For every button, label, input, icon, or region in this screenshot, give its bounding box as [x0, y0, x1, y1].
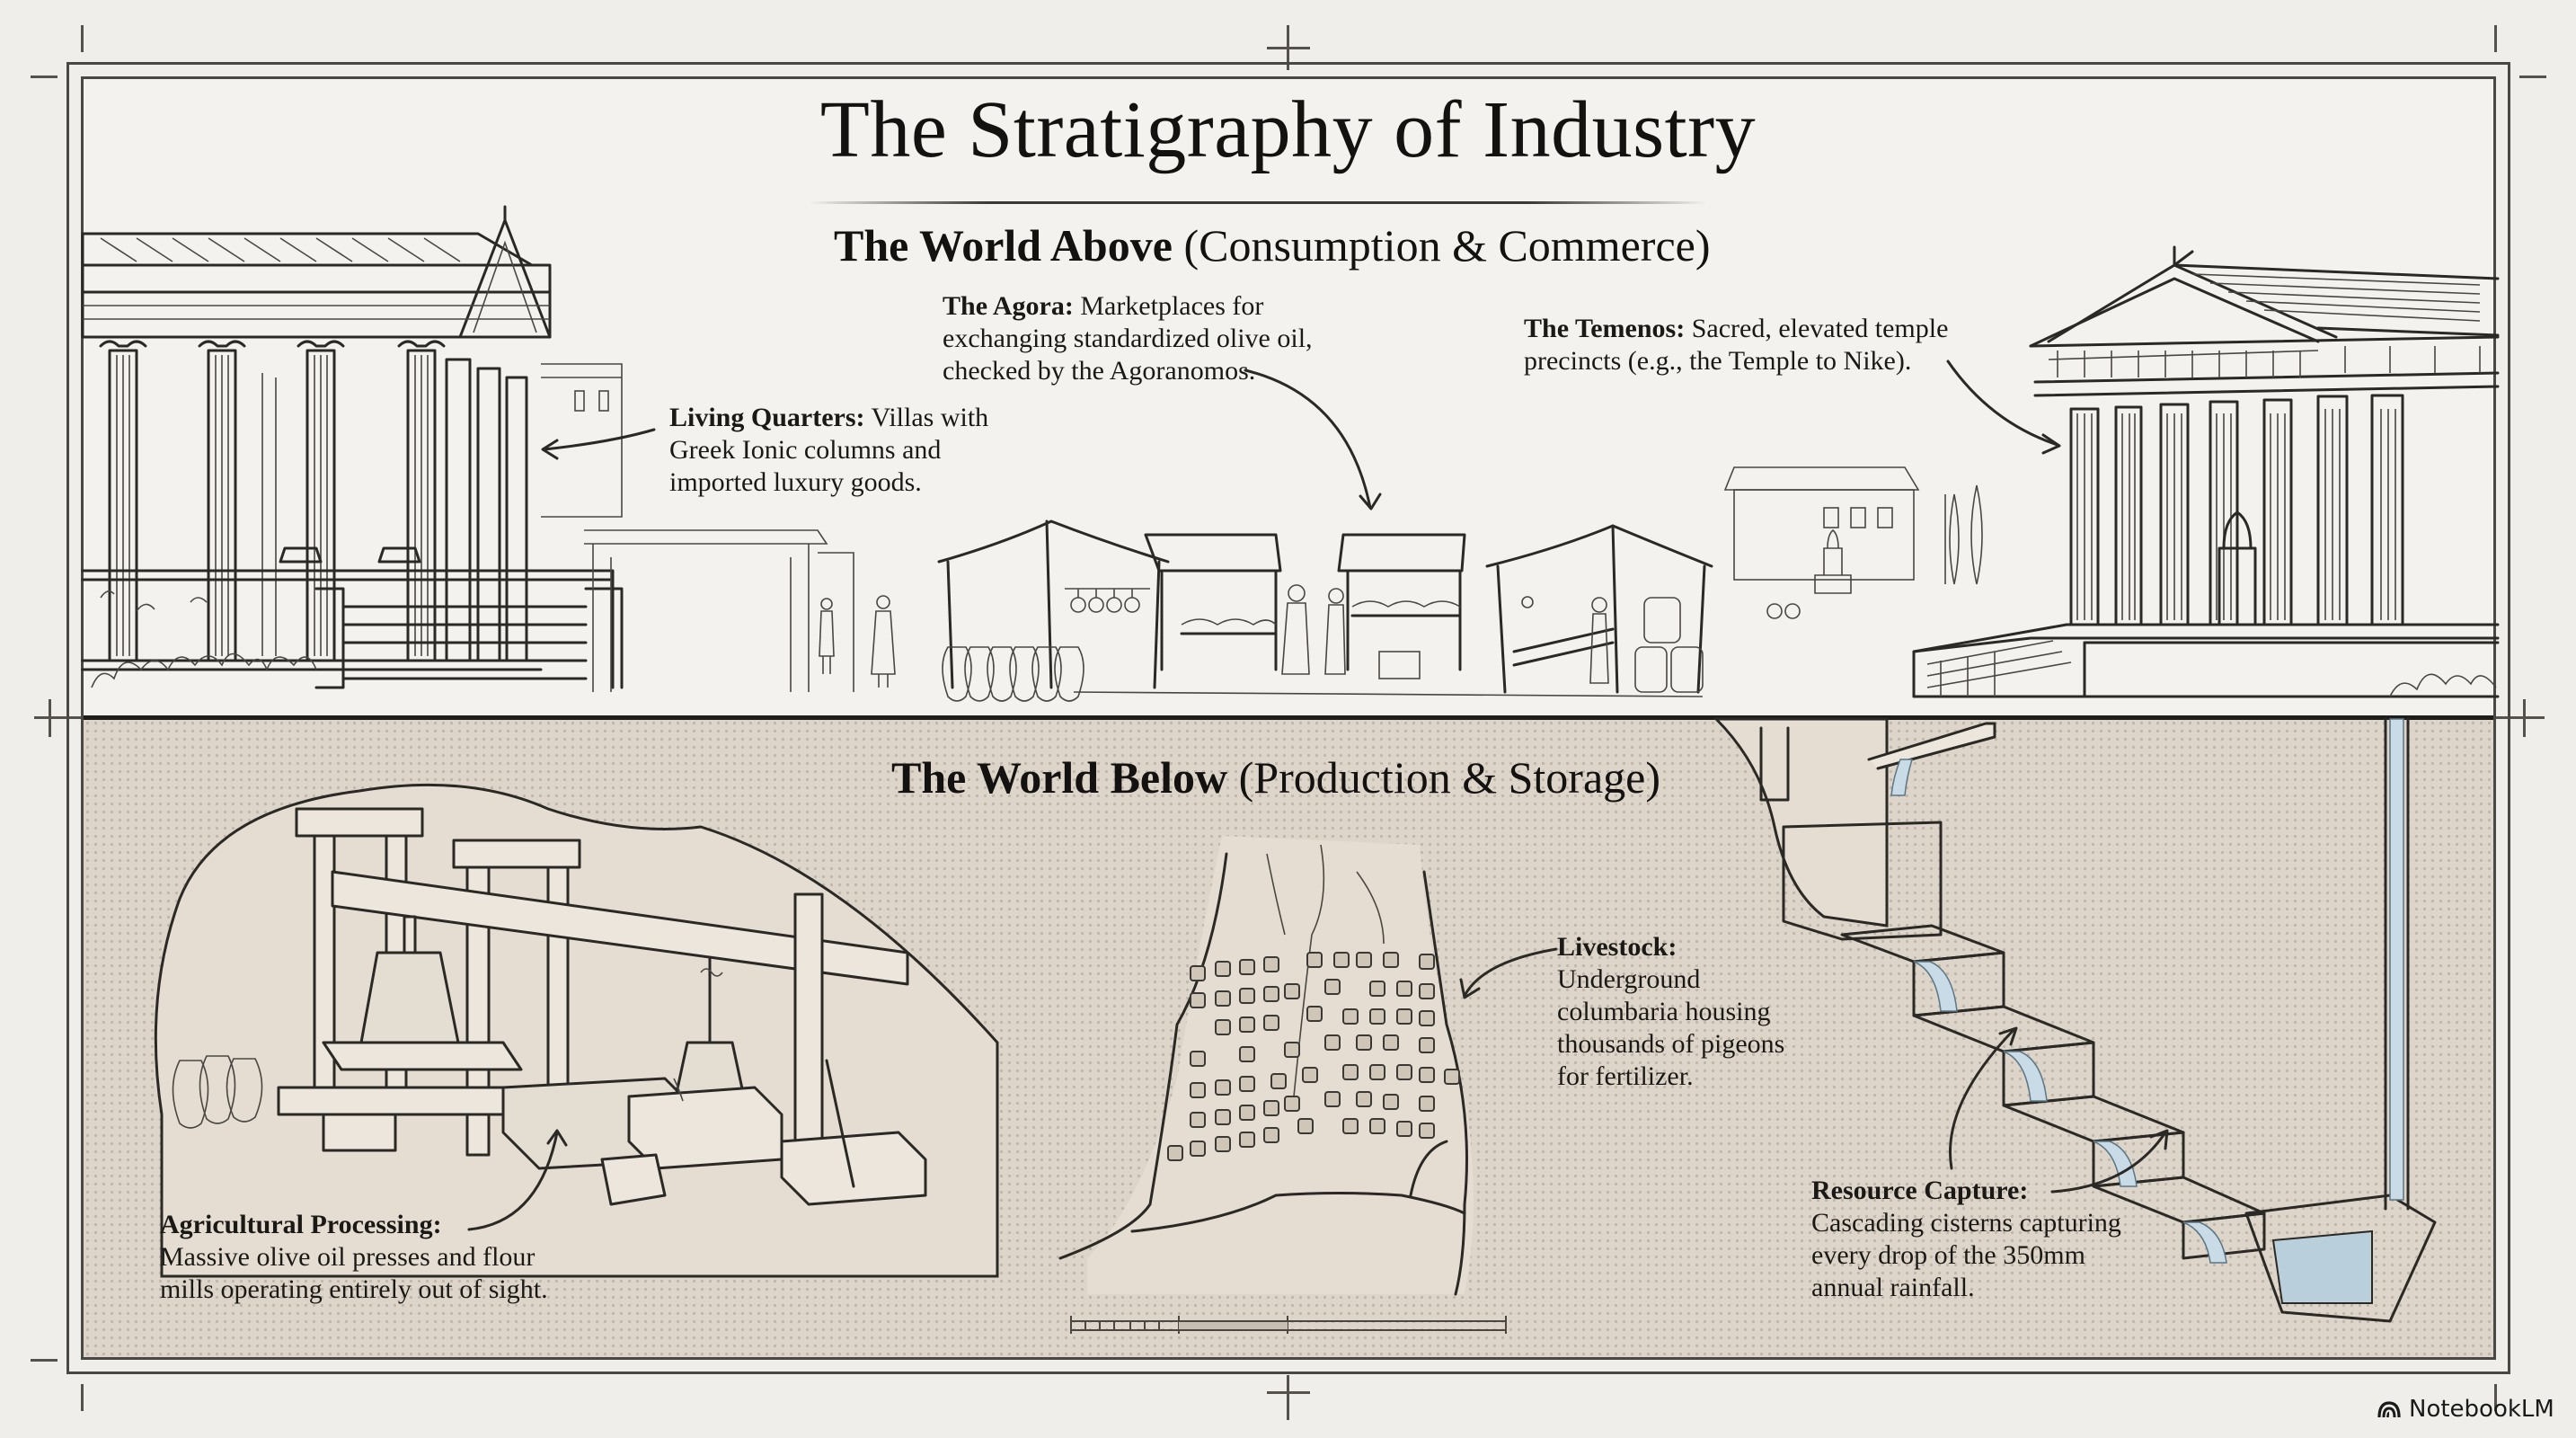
agora-line-2: exchanging standardized olive oil, — [943, 324, 1313, 353]
cascading-cisterns-illustration — [1713, 717, 2437, 1323]
registration-mark-left — [34, 716, 83, 719]
livestock-term: Livestock: — [1557, 932, 1677, 962]
public-building-illustration — [1723, 466, 1983, 619]
heading-above-rest: (Consumption & Commerce) — [1172, 220, 1711, 271]
livestock-line-4: for fertilizer. — [1557, 1061, 1694, 1091]
resource-capture-line-3: annual rainfall. — [1811, 1273, 1975, 1302]
annotation-temenos: The Temenos: Sacred, elevated temple pre… — [1524, 313, 1948, 377]
page-title: The Stratigraphy of Industry — [819, 85, 1757, 174]
corner-mark-tl-v — [81, 25, 84, 52]
agora-market-illustration — [937, 519, 1713, 702]
ground-line-divider — [84, 715, 2493, 720]
annotation-agricultural-processing: Agricultural Processing: Massive olive o… — [160, 1209, 548, 1306]
living-quarters-term: Living Quarters: — [669, 403, 865, 432]
livestock-line-2: columbaria housing — [1557, 997, 1771, 1026]
scale-bar — [1070, 1316, 1507, 1334]
annotation-agora: The Agora: Marketplaces for exchanging s… — [943, 290, 1313, 387]
townhouse-illustration — [584, 529, 896, 692]
notebooklm-logo-icon — [2377, 1401, 2401, 1418]
livestock-line-1: Underground — [1557, 964, 1701, 994]
living-quarters-line-1: Villas with — [864, 403, 989, 432]
temenos-line-2: precincts (e.g., the Temple to Nike). — [1524, 346, 1912, 376]
registration-mark-top-cross — [1267, 47, 1310, 49]
living-quarters-line-3: imported luxury goods. — [669, 467, 922, 497]
olive-press-illustration — [154, 783, 999, 1278]
registration-mark-bottom — [1287, 1375, 1289, 1420]
temenos-line-1: Sacred, elevated temple — [1685, 314, 1949, 343]
agricultural-processing-line-1: Massive olive oil presses and flour — [160, 1242, 536, 1272]
livestock-line-3: thousands of pigeons — [1557, 1029, 1785, 1059]
resource-capture-line-1: Cascading cisterns capturing — [1811, 1208, 2121, 1238]
annotation-resource-capture: Resource Capture: Cascading cisterns cap… — [1811, 1175, 2121, 1304]
corner-mark-br-v — [2494, 1384, 2497, 1411]
annotation-living-quarters: Living Quarters: Villas with Greek Ionic… — [669, 402, 988, 499]
temple-illustration — [1912, 245, 2500, 698]
resource-capture-line-2: every drop of the 350mm — [1811, 1240, 2085, 1270]
brand-name: NotebookLM — [2409, 1396, 2554, 1423]
registration-mark-right-cross — [2523, 699, 2526, 737]
registration-mark-left-cross — [49, 699, 51, 737]
corner-mark-tr-v — [2494, 25, 2497, 52]
resource-capture-term: Resource Capture: — [1811, 1176, 2029, 1205]
corner-mark-bl-h — [31, 1359, 58, 1362]
annotation-livestock: Livestock: Underground columbaria housin… — [1557, 931, 1784, 1093]
corner-mark-tr-h — [2519, 75, 2546, 78]
registration-mark-right — [2496, 716, 2545, 719]
section-heading-below: The World Below (Production & Storage) — [891, 755, 1660, 800]
living-quarters-line-2: Greek Ionic columns and — [669, 435, 942, 465]
agricultural-processing-line-2: mills operating entirely out of sight. — [160, 1274, 548, 1304]
section-heading-above: The World Above (Consumption & Commerce) — [834, 223, 1710, 268]
corner-mark-bl-v — [81, 1384, 84, 1411]
ionic-villa-illustration — [81, 205, 624, 689]
heading-below-bold: The World Below — [891, 752, 1228, 803]
heading-above-bold: The World Above — [834, 220, 1173, 271]
notebooklm-brand: NotebookLM — [2377, 1396, 2554, 1423]
agora-line-1: Marketplaces for — [1073, 291, 1264, 321]
agricultural-processing-term: Agricultural Processing: — [160, 1210, 442, 1239]
agora-line-3: checked by the Agoranomos. — [943, 356, 1256, 386]
agora-term: The Agora: — [943, 291, 1074, 321]
columbarium-illustration — [1058, 836, 1474, 1296]
outer-frame — [66, 62, 2510, 1374]
registration-mark-bottom-cross — [1267, 1391, 1310, 1394]
title-underline — [809, 201, 1707, 204]
corner-mark-tl-h — [31, 75, 58, 78]
temenos-term: The Temenos: — [1524, 314, 1686, 343]
heading-below-rest: (Production & Storage) — [1227, 752, 1660, 803]
